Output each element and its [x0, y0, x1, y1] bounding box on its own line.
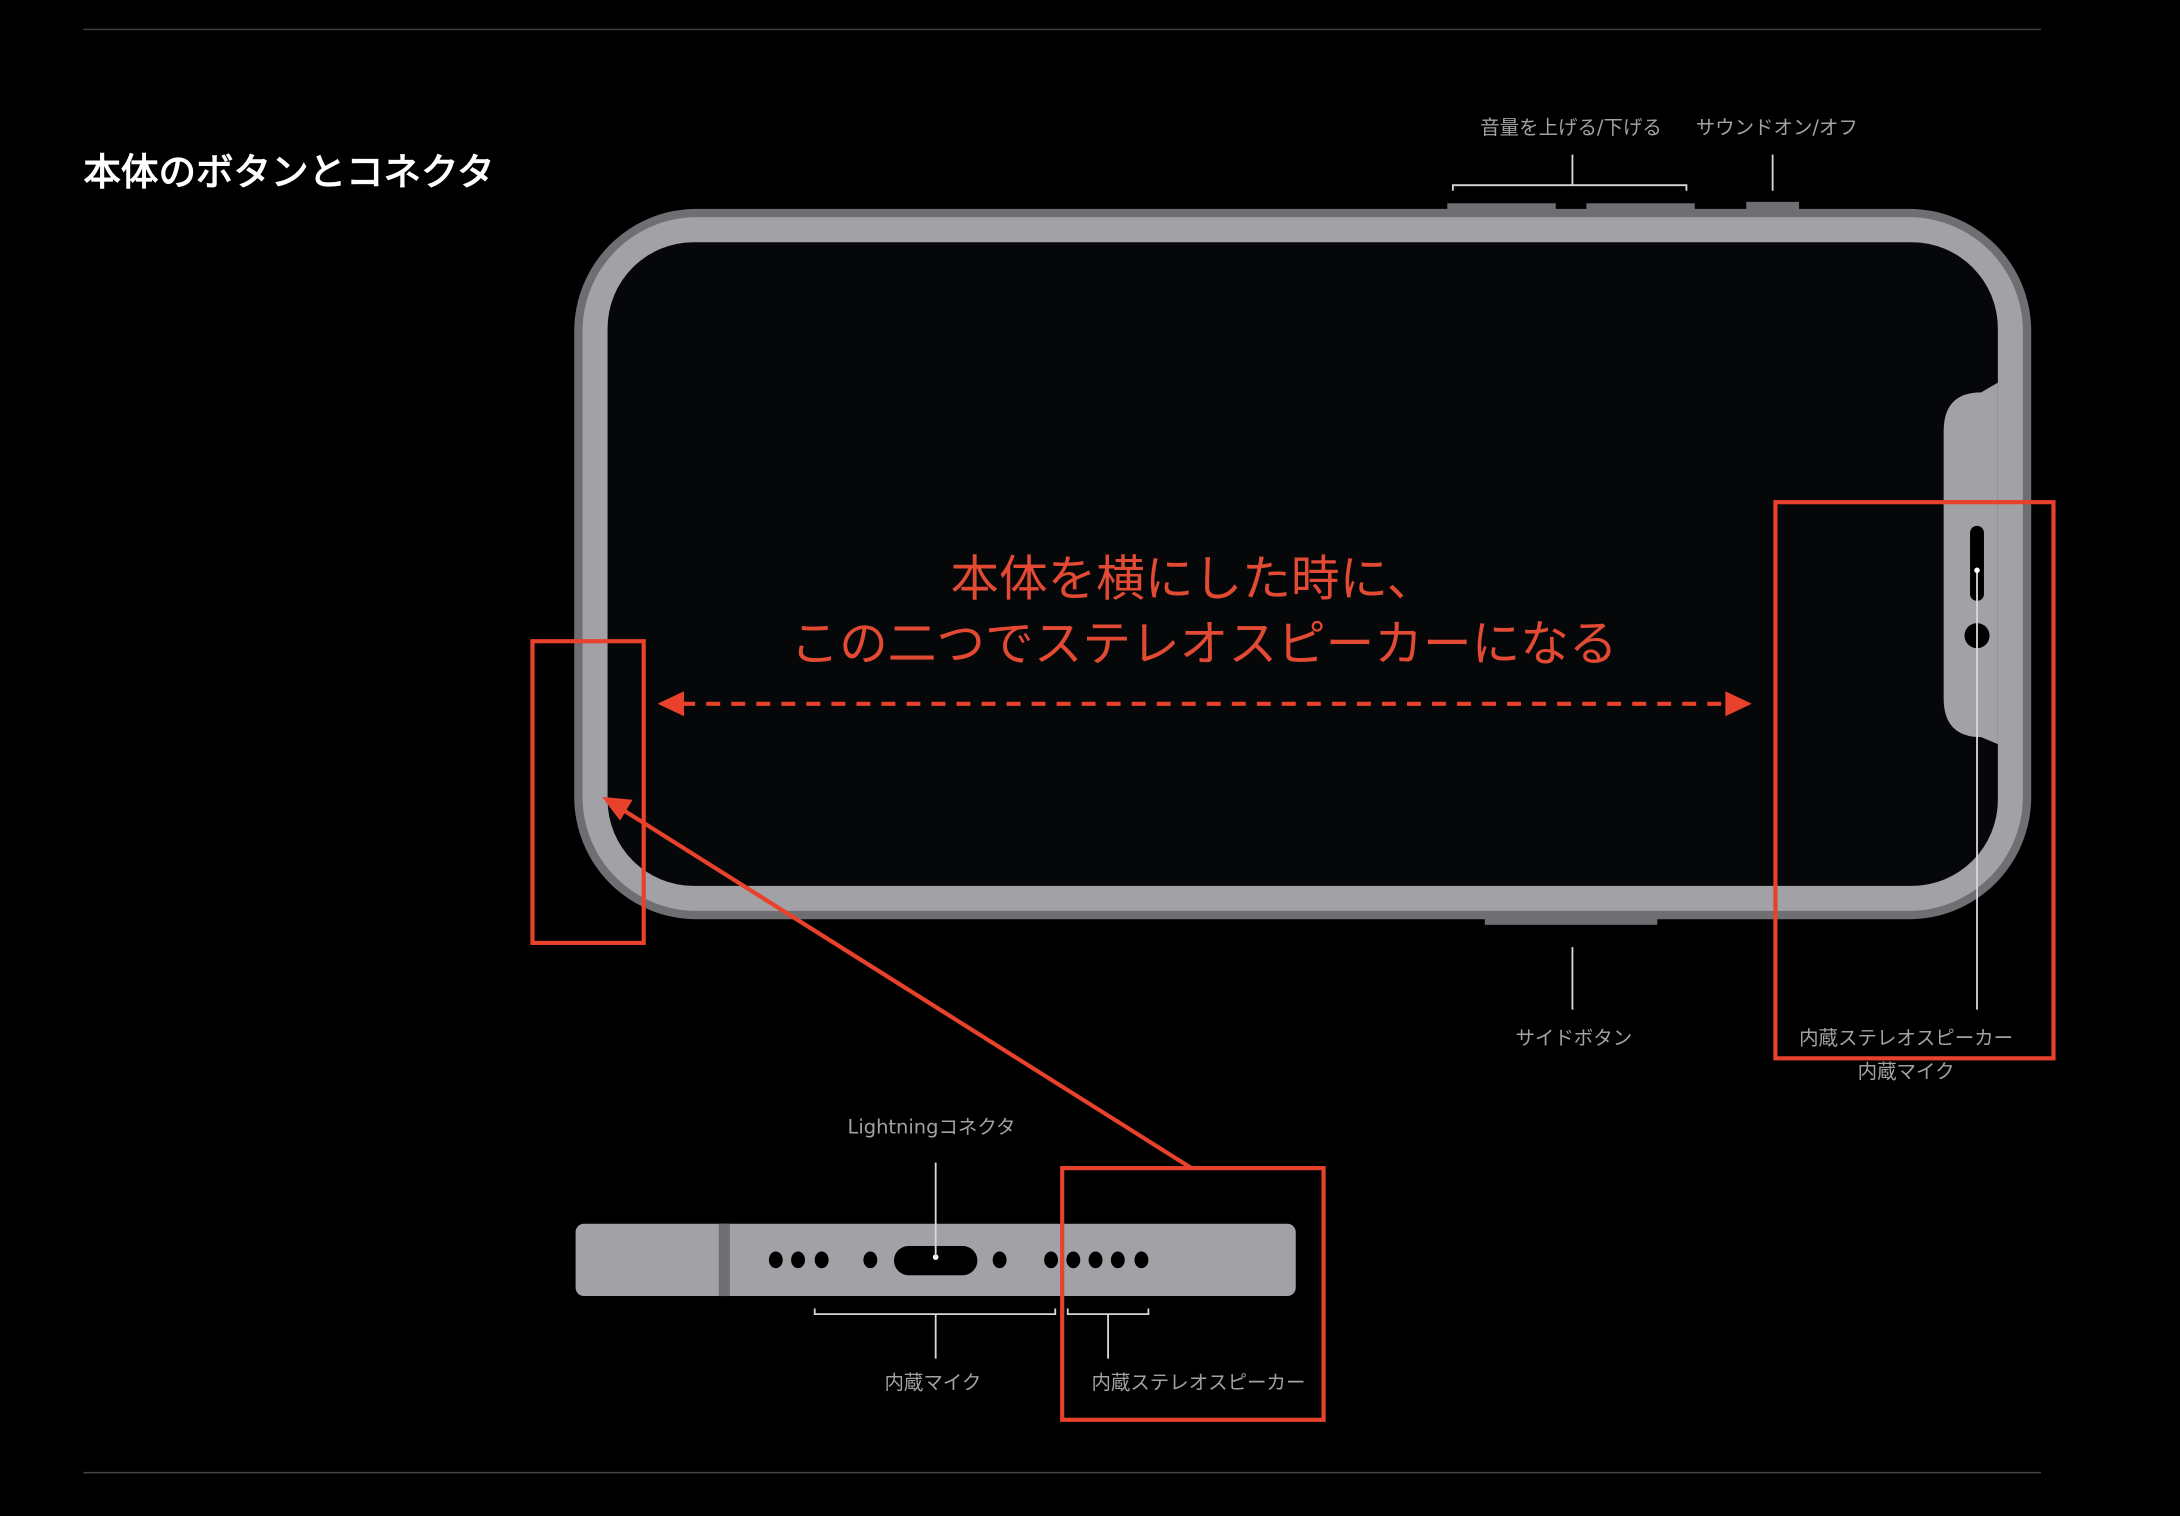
screen: [607, 242, 1998, 886]
bottom-speaker-bracket: [1066, 1308, 1150, 1359]
arrowhead-right: [1725, 691, 1752, 717]
annotation-line-2: この二つでステレオスピーカーになる: [790, 617, 1617, 673]
page-title: 本体のボタンとコネクタ: [83, 150, 494, 194]
pointer-arrowhead: [602, 796, 633, 821]
earpiece-speaker: [1970, 525, 1984, 601]
ring-silent-label: サウンドオン/オフ: [1696, 116, 1858, 139]
bottom-speaker-holes: [1066, 1251, 1149, 1269]
annotations: 本体を横にした時に、 この二つでステレオスピーカーになる: [530, 500, 2056, 1422]
pointer-arrow: [618, 806, 1193, 1170]
bottom-mic-holes: [768, 1251, 1059, 1269]
arrowhead-left: [657, 691, 685, 717]
volume-bracket: [1451, 154, 1688, 191]
lightning-label: Lightningコネクタ: [848, 1115, 1016, 1138]
bottom-speaker-label: 内蔵ステレオスピーカー: [1091, 1371, 1305, 1394]
phone-body: [574, 208, 2032, 920]
bottom-edge: [575, 1223, 1296, 1297]
right-mic-label: 内蔵マイク: [1858, 1060, 1955, 1083]
annotation-line-1: 本体を横にした時に、: [950, 551, 1435, 607]
right-highlight-box: [1773, 500, 2056, 1061]
left-highlight-box: [530, 639, 646, 945]
bottom-speaker-highlight-box: [1060, 1166, 1326, 1422]
leader-dot: [1974, 567, 1980, 574]
bottom-mic-bracket: [813, 1308, 1057, 1359]
volume-label: 音量を上げる/下げる: [1480, 116, 1662, 139]
lightning-port: [893, 1245, 978, 1276]
right-speaker-label: 内蔵ステレオスピーカー: [1799, 1026, 2013, 1049]
bottom-mic-label: 内蔵マイク: [884, 1371, 981, 1394]
side-button-label: サイドボタン: [1515, 1026, 1632, 1049]
